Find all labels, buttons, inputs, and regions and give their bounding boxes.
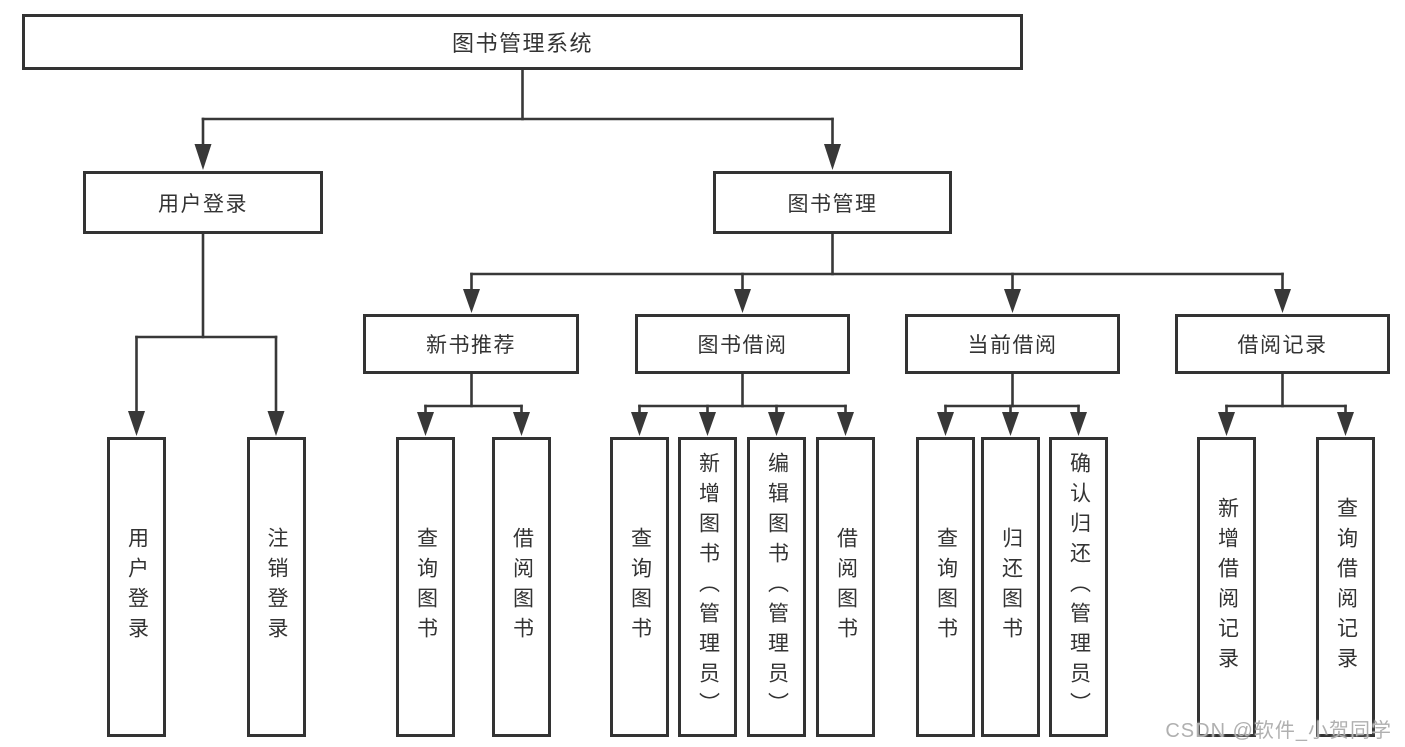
leaf-label: 归还图书: [999, 527, 1023, 647]
node-user-login: 用户登录: [83, 171, 323, 234]
leaf-label: 查询图书: [414, 527, 438, 647]
leaf-borrow-books: 借阅图书: [816, 437, 875, 737]
leaf-label: 确认归还（管理员）: [1067, 452, 1091, 722]
node-label: 当前借阅: [967, 334, 1058, 357]
leaf-label: 注销登录: [265, 527, 289, 647]
leaf-query-books-borrowing: 查询图书: [610, 437, 669, 737]
leaf-add-borrow-record: 新增借阅记录: [1197, 437, 1256, 737]
leaf-query-books-recommend: 查询图书: [396, 437, 455, 737]
node-library-management-system: 图书管理系统: [22, 14, 1023, 70]
leaf-label: 新增图书（管理员）: [696, 452, 720, 722]
leaf-label: 查询图书: [934, 527, 958, 647]
leaf-label: 查询借阅记录: [1334, 497, 1358, 677]
leaf-borrow-books-recommend: 借阅图书: [492, 437, 551, 737]
node-label: 新书推荐: [426, 334, 516, 357]
leaf-logout-login: 注销登录: [246, 437, 306, 737]
leaf-confirm-return-admin: 确认归还（管理员）: [1049, 437, 1108, 737]
leaf-add-books-admin: 新增图书（管理员）: [678, 437, 737, 737]
leaf-label: 借阅图书: [510, 527, 534, 647]
leaf-label: 借阅图书: [834, 527, 858, 647]
node-label: 用户登录: [158, 192, 248, 216]
node-book-borrowing: 图书借阅: [635, 314, 850, 374]
node-current-borrowing: 当前借阅: [905, 314, 1120, 374]
leaf-label: 新增借阅记录: [1215, 497, 1239, 677]
node-label: 借阅记录: [1237, 334, 1328, 357]
leaf-return-books: 归还图书: [981, 437, 1040, 737]
node-label: 图书管理: [787, 192, 878, 216]
leaf-query-books-current: 查询图书: [916, 437, 975, 737]
leaf-user-login: 用户登录: [107, 437, 166, 737]
leaf-label: 用户登录: [125, 527, 149, 647]
node-borrowing-records: 借阅记录: [1175, 314, 1390, 374]
leaf-label: 编辑图书（管理员）: [765, 452, 789, 722]
leaf-query-borrow-record: 查询借阅记录: [1316, 437, 1375, 737]
node-book-management: 图书管理: [713, 171, 952, 234]
leaf-label: 查询图书: [628, 527, 652, 647]
csdn-watermark: CSDN @软件_小贺同学: [1165, 720, 1392, 742]
node-label: 图书管理系统: [451, 31, 593, 56]
leaf-edit-books-admin: 编辑图书（管理员）: [747, 437, 806, 737]
node-new-book-recommendation: 新书推荐: [363, 314, 579, 374]
node-label: 图书借阅: [697, 334, 788, 357]
